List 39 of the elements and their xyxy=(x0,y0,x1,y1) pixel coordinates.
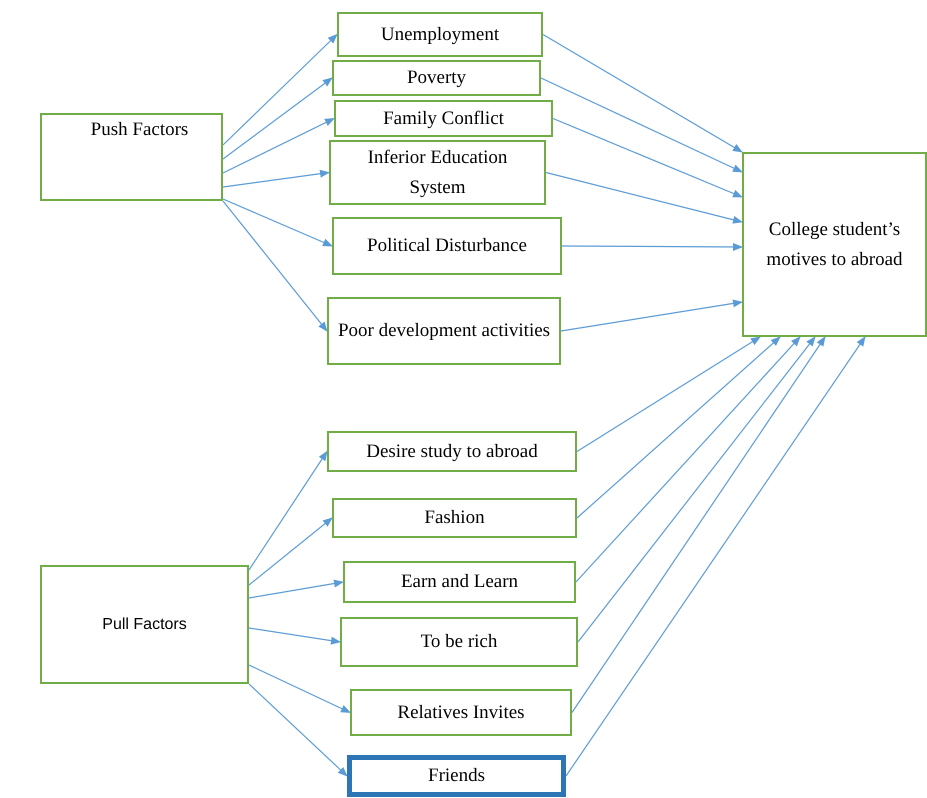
factor-box: Poverty xyxy=(332,60,541,96)
arrow xyxy=(222,34,338,146)
arrow xyxy=(540,77,743,173)
arrow xyxy=(248,580,344,599)
factor-box: To be rich xyxy=(340,617,578,667)
factor-box: Desire study to abroad xyxy=(327,431,577,472)
arrow xyxy=(248,450,328,570)
arrow xyxy=(576,336,781,518)
arrow xyxy=(248,664,351,714)
factor-box: Earn and Learn xyxy=(343,561,576,603)
arrow xyxy=(222,77,333,160)
factor-box: Friends xyxy=(347,755,566,797)
arrow xyxy=(248,517,333,586)
arrow xyxy=(552,118,743,198)
factor-box: Push Factors xyxy=(40,113,223,201)
arrow xyxy=(576,336,801,582)
factor-box: College student’s motives to abroad xyxy=(742,152,927,337)
arrow xyxy=(248,627,341,645)
arrow xyxy=(576,336,761,452)
factor-box: Inferior Education System xyxy=(329,140,546,205)
arrow xyxy=(248,684,348,777)
arrow xyxy=(222,118,335,174)
arrow xyxy=(222,200,328,332)
arrow xyxy=(566,336,866,776)
factor-box: Relatives Invites xyxy=(350,689,572,736)
arrow xyxy=(542,34,743,153)
arrow xyxy=(562,242,743,251)
factor-box: Poor development activities xyxy=(327,297,561,365)
factor-box: Family Conflict xyxy=(334,100,553,137)
factor-box: Political Disturbance xyxy=(332,217,562,275)
arrow xyxy=(560,299,743,332)
arrow xyxy=(222,198,333,247)
arrow xyxy=(546,172,743,224)
arrow xyxy=(222,170,330,188)
arrow xyxy=(572,336,826,713)
factor-box: Unemployment xyxy=(337,12,543,57)
factor-box: Fashion xyxy=(332,498,577,538)
factor-box: Pull Factors xyxy=(40,565,249,684)
arrow xyxy=(578,336,816,642)
